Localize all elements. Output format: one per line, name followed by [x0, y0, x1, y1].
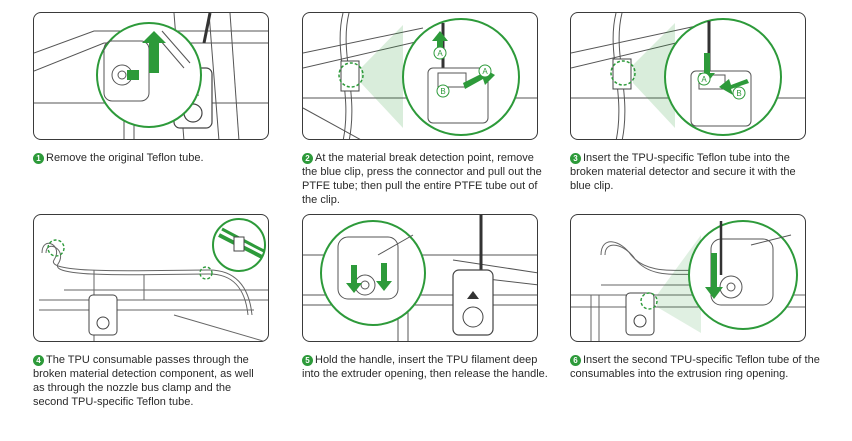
step-2-illustration: A A B	[302, 12, 538, 140]
step-text: Hold the handle, insert the TPU filament…	[302, 354, 548, 380]
svg-text:B: B	[736, 89, 741, 98]
step-number-badge: 2	[302, 153, 313, 164]
step-3-illustration: A B	[570, 12, 806, 140]
callout-a-label: A	[437, 49, 443, 58]
step-1-illustration	[33, 12, 269, 140]
step-text: Remove the original Teflon tube.	[46, 152, 204, 164]
step-number-badge: 4	[33, 355, 44, 366]
step-5-illustration	[302, 214, 538, 342]
step-4-illustration	[33, 214, 269, 342]
step-number-badge: 1	[33, 153, 44, 164]
step-text: The TPU consumable passes through the br…	[33, 354, 254, 408]
step-number-badge: 5	[302, 355, 313, 366]
callout-b-label: B	[440, 87, 445, 96]
svg-text:A: A	[482, 67, 488, 76]
step-text: Insert the TPU-specific Teflon tube into…	[570, 152, 796, 192]
step-number-badge: 3	[570, 153, 581, 164]
step-number-badge: 6	[570, 355, 581, 366]
step-6-illustration	[570, 214, 806, 342]
svg-text:A: A	[701, 75, 707, 84]
step-text: At the material break detection point, r…	[302, 152, 542, 206]
step-text: Insert the second TPU-specific Teflon tu…	[570, 354, 820, 380]
